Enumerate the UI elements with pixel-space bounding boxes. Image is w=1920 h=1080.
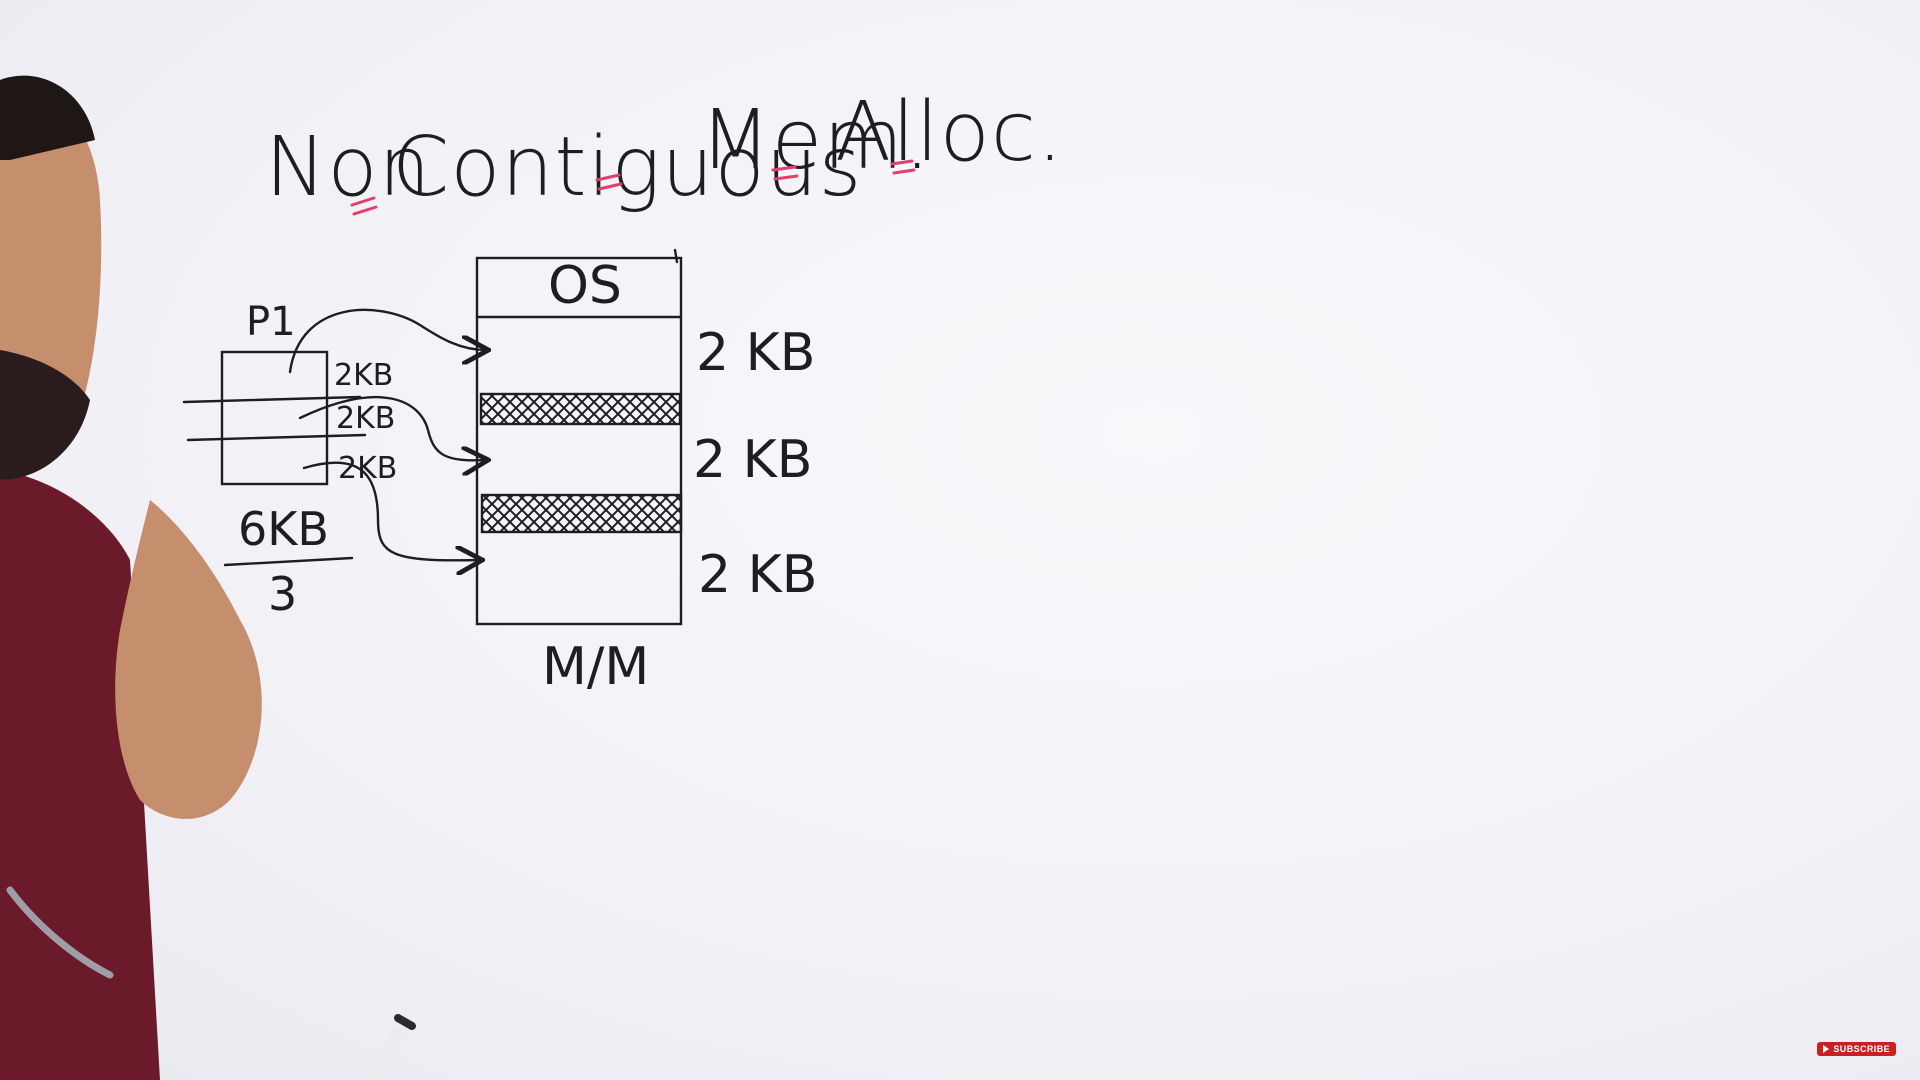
- process-page-size: 2KB: [334, 358, 393, 393]
- os-region-label: OS: [548, 256, 622, 316]
- process-page-divider-2: [186, 433, 367, 442]
- title-word-mem: Mem.: [700, 93, 931, 188]
- occupied-hole-2: [480, 493, 683, 534]
- arrow-page-1: [288, 308, 486, 374]
- play-icon: [1823, 1045, 1830, 1053]
- memory-outline: [475, 256, 683, 626]
- diagram-title: Non Contiguous Mem. Alloc.: [265, 85, 1064, 216]
- process-total-size: 6KB: [238, 502, 329, 556]
- memory-caption: M/M: [542, 637, 649, 697]
- subscribe-button[interactable]: SUBSCRIBE: [1817, 1042, 1896, 1056]
- process-page-count: 3: [268, 567, 297, 621]
- process-block: P1 2KB 2KB 2KB 6KB 3: [182, 299, 397, 621]
- occupied-hole-1: [479, 392, 682, 426]
- partition-size-label: 2 KB: [693, 430, 812, 490]
- main-memory: OS 2 KB 2 KB 2 KB M/M: [475, 248, 817, 697]
- partition-size-label: 2 KB: [698, 545, 817, 605]
- process-page-size: 2KB: [336, 401, 395, 436]
- partition-size-label: 2 KB: [696, 323, 815, 383]
- fraction-bar: [223, 556, 354, 567]
- process-page-divider-1: [182, 395, 362, 404]
- arrow-page-3: [302, 461, 480, 561]
- title-underline-marks: [350, 159, 916, 216]
- presenter: [0, 75, 416, 1080]
- subscribe-label: SUBSCRIBE: [1833, 1044, 1890, 1054]
- arrow-page-2: [298, 395, 486, 460]
- process-name: P1: [246, 299, 296, 345]
- title-word-alloc: Alloc.: [835, 85, 1064, 180]
- allocation-arrows: [288, 308, 486, 561]
- process-page-size: 2KB: [338, 451, 397, 486]
- title-word-non: Non: [265, 120, 431, 215]
- process-box: [220, 350, 329, 486]
